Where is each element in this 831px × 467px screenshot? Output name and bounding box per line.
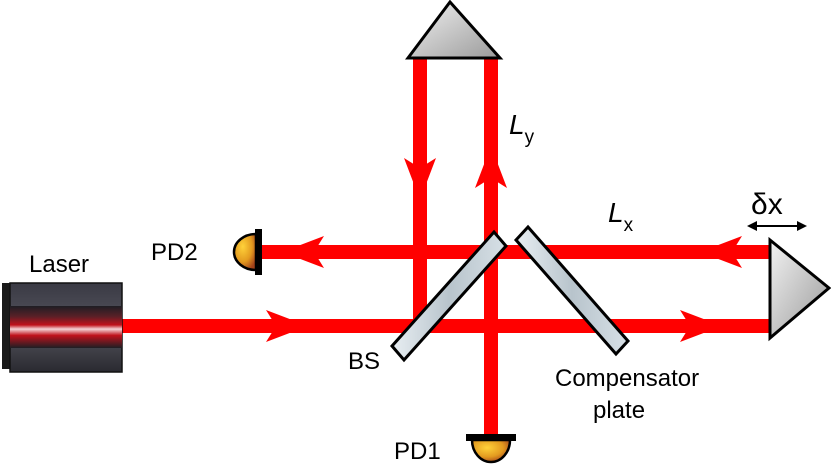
ly-label: Ly	[509, 109, 535, 148]
laser-label: Laser	[29, 251, 89, 278]
laser-core	[10, 306, 122, 348]
laser-back-plate	[2, 283, 12, 369]
photodetector-pd1	[466, 434, 516, 464]
pd1-label: PD1	[394, 438, 441, 465]
top-prism-mirror	[405, 0, 504, 60]
bs-label: BS	[348, 348, 380, 375]
arrow-left-return-1	[700, 236, 742, 268]
lx-label: Lx	[608, 197, 634, 236]
lx-sub: x	[624, 215, 634, 236]
right-prism-mirror	[768, 236, 831, 342]
compensator-plate	[513, 224, 631, 357]
pd1-dome	[470, 438, 512, 464]
arrow-left-return-2	[282, 236, 324, 268]
beam-arrows	[266, 146, 742, 342]
laser-source	[2, 282, 123, 373]
pd2-plate	[255, 229, 262, 275]
compensator-label-line1: Compensator	[555, 365, 699, 392]
pd2-dome	[232, 232, 258, 272]
arrow-right-input-1	[266, 310, 308, 342]
arrow-right-input-2	[680, 310, 722, 342]
arrow-down-left	[404, 158, 436, 200]
ly-main: L	[509, 109, 525, 140]
pd2-label: PD2	[151, 239, 198, 266]
arrow-up-right	[475, 146, 507, 188]
pd1-plate	[466, 434, 516, 441]
delta-x-label: δx	[751, 188, 783, 221]
photodetector-pd2	[232, 229, 262, 275]
beam-splitter	[390, 229, 508, 363]
ly-sub: y	[525, 127, 535, 148]
lx-main: L	[608, 197, 624, 228]
delta-x-arrow	[747, 221, 807, 231]
compensator-label-line2: plate	[593, 397, 645, 424]
